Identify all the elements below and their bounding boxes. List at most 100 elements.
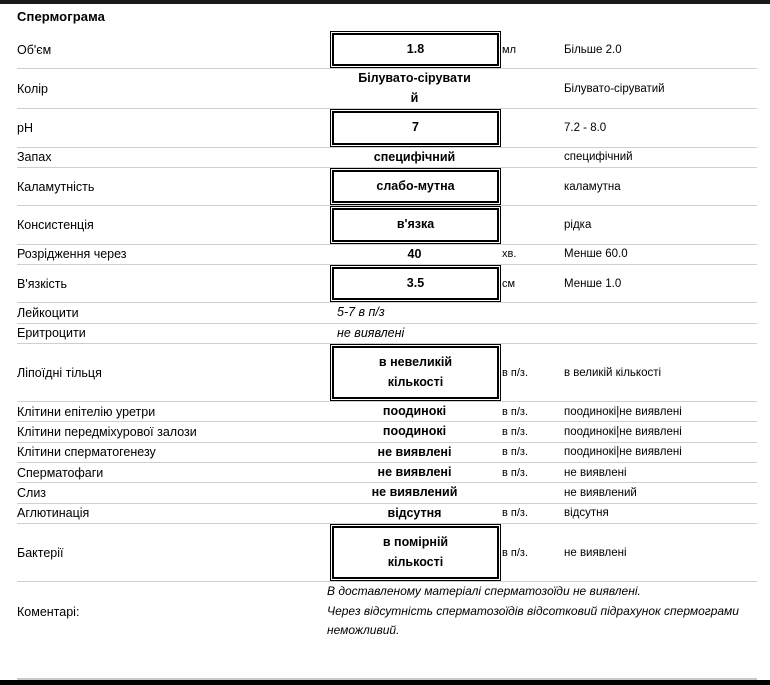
row-unit: в п/з. [502, 523, 564, 582]
row-value-text: в'язка [396, 217, 435, 232]
row-value[interactable]: 40 [327, 243, 502, 265]
table-row: Слиз не виявлений не виявлений [17, 482, 757, 504]
row-value[interactable]: не виявлені [327, 441, 502, 463]
row-reference-range: Білувато-сіруватий [564, 68, 757, 109]
row-parameter-name: В'язкість [17, 263, 327, 303]
row-parameter-name: Слиз [17, 482, 327, 504]
row-parameter-name: pH [17, 108, 327, 147]
row-reference-range: не виявлений [564, 482, 757, 504]
row-value[interactable]: відсутня [327, 502, 502, 524]
row-value-text-line1: поодинокі [382, 403, 447, 418]
row-value-text-line1: не виявлені [377, 444, 452, 459]
row-parameter-name: Аглютинація [17, 502, 327, 524]
row-value-frame[interactable]: в помірній кількості [330, 524, 501, 581]
row-value-text: не виявлені [378, 465, 452, 479]
row-value-text-line1: 40 [407, 246, 422, 261]
row-parameter-name: Запах [17, 146, 327, 168]
row-value-text-line1: не виявлені [377, 465, 452, 479]
row-parameter-name: Клітини передміхурової залози [17, 421, 327, 443]
row-value[interactable]: специфічний [327, 146, 502, 168]
row-reference-range: Менше 60.0 [564, 243, 757, 265]
row-value-text: поодинокі [383, 424, 446, 438]
row-value-frame[interactable]: слабо-мутна [330, 167, 501, 206]
row-parameter-name: Бактерії [17, 523, 327, 582]
comment-line: Через відсутність сперматозоїдів відсотк… [327, 603, 739, 618]
row-value-text-line1: не виявлений [371, 485, 458, 500]
comments-text[interactable]: В доставленому матеріалі сперматозоїди н… [327, 580, 757, 642]
row-unit [502, 166, 564, 206]
row-value-text: не виявлені [337, 326, 404, 340]
row-value-frame[interactable]: 3.5 [330, 264, 501, 303]
row-value[interactable]: не виявлений [327, 482, 502, 504]
row-value-text-line1: відсутня [387, 505, 442, 520]
row-reference-range: не виявлені [564, 461, 757, 483]
table-row: Консистенція в'язка рідка [17, 205, 757, 245]
row-value[interactable]: слабо-мутна [327, 166, 502, 206]
row-reference-range: каламутна [564, 166, 757, 206]
row-reference-range: Більше 2.0 [564, 43, 622, 56]
row-unit: в п/з. [502, 421, 564, 443]
row-reference-range [564, 302, 757, 324]
row-value[interactable]: не виявлені [327, 322, 502, 344]
table-row: Лейкоцити 5-7 в п/з [17, 302, 757, 324]
row-value-frame[interactable]: в'язка [330, 206, 501, 244]
row-parameter-name: Лейкоцити [17, 302, 327, 324]
page-bottom-hairline [17, 678, 757, 680]
row-unit [502, 146, 564, 168]
row-value-text: 40 [408, 247, 422, 261]
row-value[interactable]: в помірній кількості [327, 523, 502, 582]
comments-row: Коментарі:В доставленому матеріалі сперм… [17, 580, 757, 642]
row-reference-range [564, 322, 757, 344]
row-value[interactable]: в'язка [327, 205, 502, 245]
page-bottom-rule [0, 680, 770, 685]
row-unit: см [502, 263, 564, 303]
row-value[interactable]: не виявлені [327, 461, 502, 483]
comment-line: В доставленому матеріалі сперматозоїди н… [327, 583, 641, 598]
comment-line: неможливий. [327, 623, 400, 638]
row-value-text: 1.8 [406, 42, 425, 56]
row-value-text: в невеликій [378, 355, 453, 370]
row-unit [502, 108, 564, 147]
row-value-text-line1: специфічний [373, 149, 456, 164]
row-reference-range: в великій кількості [564, 343, 757, 402]
row-value[interactable]: поодинокі [327, 400, 502, 422]
row-value-text-line1: не виявлені [337, 325, 405, 340]
row-reference-range: Менше 1.0 [564, 263, 757, 303]
row-value[interactable]: поодинокі [327, 421, 502, 443]
row-value-frame[interactable]: 1.8 [330, 30, 501, 69]
row-parameter-name: Консистенція [17, 205, 327, 245]
page-title: Спермограма [17, 9, 105, 24]
row-value-text: не виявлений [372, 485, 458, 499]
row-value[interactable]: 1.8 [327, 30, 502, 69]
row-parameter-name: Клітини сперматогенезу [17, 441, 327, 463]
row-unit: в п/з. [502, 441, 564, 463]
row-unit [502, 205, 564, 245]
row-parameter-name: Ліпоїдні тільця [17, 343, 327, 402]
row-value[interactable]: 7 [327, 108, 502, 147]
row-value-text-line2: кількості [387, 554, 444, 569]
row-unit [502, 68, 564, 109]
row-value[interactable]: 5-7 в п/з [327, 302, 502, 324]
row-value-frame[interactable]: 7 [330, 109, 501, 147]
row-reference-range: рідка [564, 205, 757, 245]
row-value-text: 5-7 в п/з [337, 305, 385, 319]
row-value-text: не виявлені [378, 445, 452, 459]
row-value[interactable]: 3.5 [327, 263, 502, 303]
row-parameter-name: Еритроцити [17, 322, 327, 344]
row-value-text: в помірній [382, 535, 449, 550]
